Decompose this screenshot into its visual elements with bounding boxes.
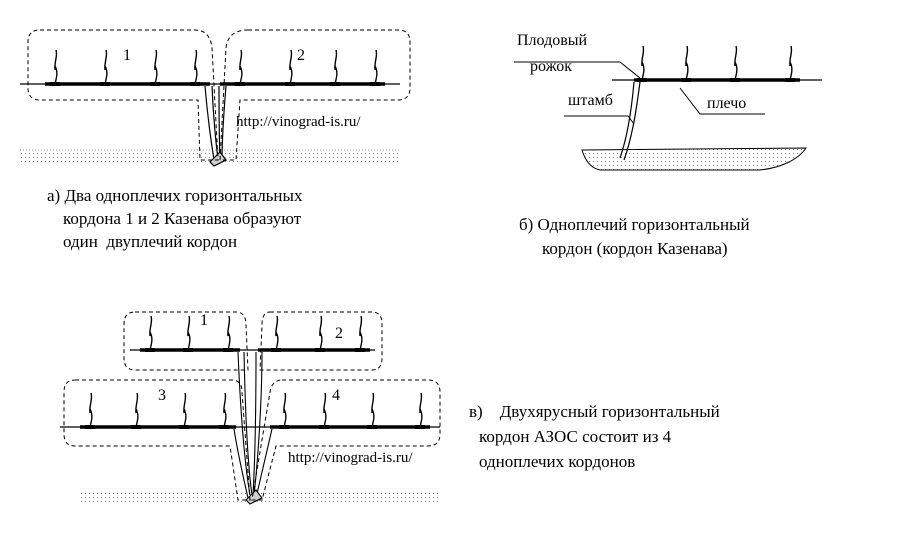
diagram-c-cordon-outline-1 <box>123 311 249 371</box>
diagram-a-spurs <box>48 48 382 86</box>
diagram-b-caption-line-1: б) Одноплечий горизонтальный <box>519 215 750 234</box>
diagram-a-two-arm-cordon <box>20 29 411 167</box>
diagram-b-label-fruit-horn-1: Плодовый <box>517 32 588 49</box>
diagram-b-caption-line-2: кордон (кордон Казенава) <box>542 239 728 258</box>
diagram-c-trunks <box>233 351 273 505</box>
diagram-b-label-fruit-horn-2: рожок <box>530 58 573 75</box>
diagram-c-caption-line-2: кордон АЗОС состоит из 4 <box>479 427 672 446</box>
diagram-c-label-3: 3 <box>158 387 166 404</box>
diagram-a-caption-line-2: кордона 1 и 2 Казенава образуют <box>63 209 302 228</box>
diagram-b-spurs <box>635 44 797 82</box>
diagram-b-label-trunk: штамб <box>568 92 613 109</box>
diagram-c-label-1: 1 <box>200 312 208 329</box>
diagram-b-leader-lines <box>514 61 765 125</box>
diagram-a-label-1: 1 <box>123 47 131 64</box>
diagram-c-two-tier-cordon <box>60 311 441 505</box>
diagram-a-url: http://vinograd-is.ru/ <box>236 114 361 130</box>
diagram-c-cordon-outline-2 <box>259 311 383 371</box>
diagram-c-caption-line-3: одноплечих кордонов <box>479 452 636 471</box>
diagram-a-caption-line-3: один двуплечий кордон <box>63 232 238 251</box>
diagram-a-soil <box>20 149 400 162</box>
diagram-c-spurs <box>83 314 427 429</box>
diagram-c-url: http://vinograd-is.ru/ <box>288 450 413 466</box>
diagram-a-cordon-outline-1 <box>27 29 219 161</box>
diagram-b-trunk <box>619 81 641 161</box>
diagram-a-caption-line-1: а) Два одноплечих горизонтальных <box>47 186 303 205</box>
diagram-b-label-arm: плечо <box>707 95 747 112</box>
diagram-a-trunk <box>204 85 227 167</box>
diagram-a-label-2: 2 <box>297 47 305 64</box>
diagram-c-label-4: 4 <box>332 387 340 404</box>
diagram-c-cordon-outline-4 <box>251 379 441 501</box>
diagram-c-caption-line-1: в) Двухярусный горизонтальный <box>469 402 720 421</box>
diagram-b-soil <box>581 147 807 171</box>
diagram-b-one-arm-cordon <box>514 44 822 171</box>
diagram-a-cordon-outline-2 <box>219 29 411 161</box>
diagram-c-label-2: 2 <box>335 325 343 342</box>
